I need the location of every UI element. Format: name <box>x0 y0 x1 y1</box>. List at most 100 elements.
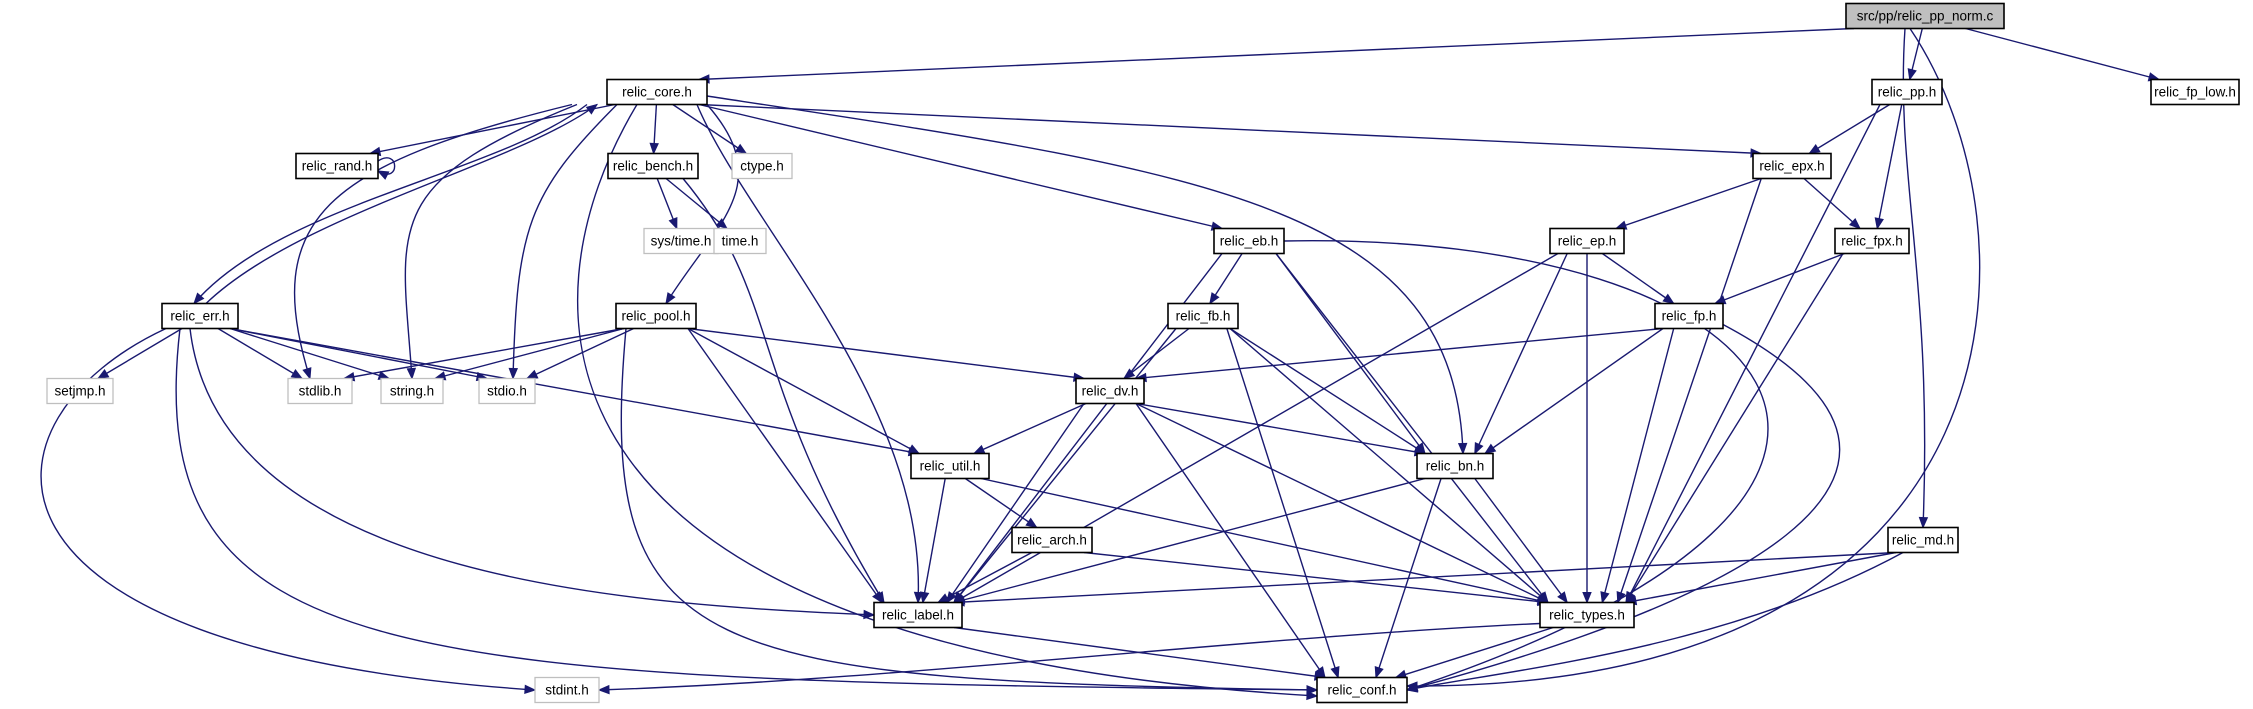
node-box <box>910 452 990 480</box>
edge-bench-to-systime <box>656 178 678 230</box>
edge-arrowhead <box>1306 685 1319 695</box>
node-label: relic_md.h <box>1892 533 1954 548</box>
node-label: relic_bn.h <box>1426 459 1485 474</box>
edge-line <box>205 103 598 305</box>
edge-line <box>922 478 946 603</box>
edge-line <box>682 178 885 603</box>
edge-line <box>1803 177 1861 230</box>
node-pool[interactable]: relic_pool.h <box>615 302 697 330</box>
edge-arrowhead <box>665 292 676 305</box>
node-fp[interactable]: relic_fp.h <box>1654 302 1724 330</box>
edge-fp-to-bn <box>1483 327 1664 455</box>
node-types[interactable]: relic_types.h <box>1539 601 1635 629</box>
node-label: relic_ep.h <box>1558 234 1617 249</box>
edge-pp-to-epx <box>1808 103 1891 155</box>
node-stdint: stdint.h <box>534 676 600 704</box>
edge-core-to-bn <box>706 95 1468 455</box>
edge-line <box>1083 551 1549 604</box>
edge-err-to-stdint <box>40 327 537 695</box>
edge-fb-to-conf <box>1226 328 1340 679</box>
node-dv[interactable]: relic_dv.h <box>1075 377 1145 405</box>
node-pp[interactable]: relic_pp.h <box>1871 78 1943 106</box>
edge-util-to-arch <box>964 477 1038 529</box>
edge-line <box>946 403 1085 603</box>
node-box <box>478 377 536 405</box>
node-err[interactable]: relic_err.h <box>161 302 239 330</box>
node-conf[interactable]: relic_conf.h <box>1316 676 1408 704</box>
edge-arrowhead <box>1474 441 1484 455</box>
edge-line <box>687 327 1085 380</box>
edge-util-to-label <box>920 478 946 604</box>
node-core[interactable]: relic_core.h <box>606 78 708 106</box>
edge-arrowhead <box>1209 292 1220 305</box>
edge-dv-to-conf <box>1135 403 1326 679</box>
node-label[interactable]: relic_label.h <box>873 601 963 629</box>
node-root[interactable]: src/pp/relic_pp_norm.c <box>1845 2 2005 30</box>
edge-arrowhead <box>913 591 924 604</box>
edge-arrowhead <box>290 369 304 380</box>
node-eb[interactable]: relic_eb.h <box>1213 227 1285 255</box>
node-label: relic_epx.h <box>1759 159 1824 174</box>
edge-line <box>1406 323 1841 691</box>
node-string: string.h <box>380 377 444 405</box>
edge-arrowhead <box>863 609 876 620</box>
edge-fpx-to-fp <box>1713 252 1845 305</box>
node-label: relic_conf.h <box>1327 683 1396 698</box>
edge-line <box>1714 252 1845 305</box>
edge-line <box>1601 252 1675 305</box>
edge-arrowhead <box>872 591 883 604</box>
node-label: relic_bench.h <box>613 159 693 174</box>
node-rand[interactable]: relic_rand.h <box>295 152 379 180</box>
node-label: relic_label.h <box>882 608 954 623</box>
edge-err-to-label <box>189 328 876 620</box>
node-box <box>295 152 379 180</box>
edge-arrowhead <box>1025 517 1038 529</box>
edges-layer <box>40 27 2161 701</box>
edge-line <box>434 327 625 380</box>
edge-arrowhead <box>376 170 390 180</box>
edge-line <box>1135 402 1549 604</box>
node-fb[interactable]: relic_fb.h <box>1167 302 1239 330</box>
edge-core-to-stdlib <box>293 103 573 380</box>
edge-line <box>665 104 740 304</box>
node-box <box>643 227 719 255</box>
edge-line <box>1135 402 1426 455</box>
node-box <box>1213 227 1285 255</box>
edge-ep-to-fp <box>1601 252 1675 305</box>
edge-line <box>512 104 618 379</box>
edge-arrowhead <box>96 369 110 380</box>
node-label: ctype.h <box>740 159 784 174</box>
edge-arrowhead <box>649 142 659 155</box>
node-bn[interactable]: relic_bn.h <box>1416 452 1494 480</box>
edge-arrowhead <box>193 292 205 305</box>
node-util[interactable]: relic_util.h <box>910 452 990 480</box>
node-label: string.h <box>390 384 434 399</box>
edge-epx-to-ep <box>1614 177 1762 230</box>
edge-arrowhead <box>508 367 519 380</box>
node-label: relic_rand.h <box>302 159 373 174</box>
edge-line <box>526 327 634 380</box>
edge-line <box>620 328 1318 691</box>
edge-core-to-string <box>404 103 578 380</box>
node-label: relic_dv.h <box>1082 384 1139 399</box>
node-label: relic_util.h <box>920 459 981 474</box>
edge-arrowhead <box>1483 443 1497 455</box>
node-md[interactable]: relic_md.h <box>1887 526 1959 554</box>
edge-line <box>1226 328 1339 678</box>
node-bench[interactable]: relic_bench.h <box>607 152 699 180</box>
node-label: relic_arch.h <box>1017 533 1087 548</box>
edge-pool-to-util <box>687 327 921 455</box>
edge-arrowhead <box>1849 217 1862 230</box>
edge-arrowhead <box>1122 368 1136 380</box>
node-box <box>1167 302 1239 330</box>
edge-err-to-setjmp <box>96 327 183 380</box>
edge-arrowhead <box>1330 666 1340 679</box>
node-ep[interactable]: relic_ep.h <box>1549 227 1625 255</box>
node-label: stdint.h <box>545 683 589 698</box>
node-arch[interactable]: relic_arch.h <box>1011 526 1093 554</box>
node-epx[interactable]: relic_epx.h <box>1752 152 1832 180</box>
node-fplow[interactable]: relic_fp_low.h <box>2150 78 2240 106</box>
edge-core-to-err <box>193 103 588 305</box>
node-fpx[interactable]: relic_fpx.h <box>1834 227 1910 255</box>
node-box <box>1654 302 1724 330</box>
